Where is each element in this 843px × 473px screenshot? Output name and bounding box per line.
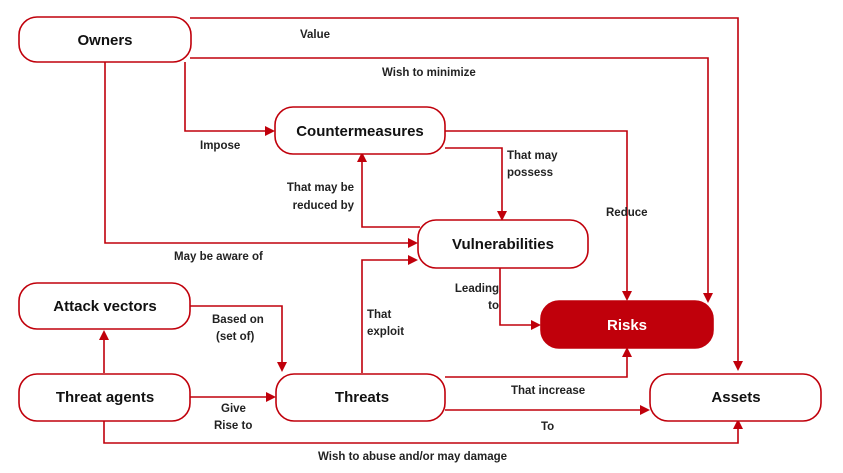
label-value: Value — [300, 29, 330, 41]
label-that-exploit-2: exploit — [367, 326, 404, 338]
node-owners-label: Owners — [77, 32, 132, 49]
edge-owners-minimize-risks — [190, 57, 713, 303]
label-wish-to-abuse: Wish to abuse and/or may damage — [318, 451, 507, 463]
node-assets: Assets — [649, 373, 822, 422]
edge-vulnerabilities-leading-risks — [499, 268, 541, 330]
edges — [99, 17, 743, 444]
label-wish-to-minimize: Wish to minimize — [382, 67, 476, 79]
label-that-exploit-1: That — [367, 309, 391, 321]
label-reduced-by-2: reduced by — [293, 200, 355, 212]
edge-owners-impose-countermeasures — [184, 62, 275, 136]
edge-countermeasures-possess-vulnerabilities — [445, 147, 507, 221]
label-reduce: Reduce — [606, 207, 648, 219]
label-give-rise-2: Rise to — [214, 420, 252, 432]
edge-threats-increase-risks — [445, 347, 632, 378]
label-that-may-possess-2: possess — [507, 167, 553, 179]
label-impose: Impose — [200, 140, 240, 152]
label-based-on-1: Based on — [212, 314, 264, 326]
label-based-on-2: (set of) — [216, 331, 255, 343]
edge-threatagents-abuse-assets — [103, 419, 743, 444]
edge-owners-value-assets — [190, 17, 743, 371]
node-assets-label: Assets — [711, 389, 760, 406]
label-leading-to-1: Leading — [455, 283, 499, 295]
node-threats: Threats — [275, 373, 446, 422]
node-countermeasures: Countermeasures — [274, 106, 446, 155]
label-give-rise-1: Give — [221, 403, 246, 415]
label-reduced-by-1: That may be — [287, 182, 354, 194]
node-risks: Risks — [540, 300, 714, 349]
node-attack-vectors-label: Attack vectors — [53, 298, 156, 315]
label-leading-to-2: to — [488, 300, 499, 312]
edge-labels: Value Wish to minimize Impose That may p… — [174, 29, 648, 463]
node-threats-label: Threats — [335, 389, 389, 406]
edge-vulnerabilities-reducedby-countermeasures — [357, 152, 420, 228]
label-may-be-aware-of: May be aware of — [174, 251, 263, 263]
label-that-increase: That increase — [511, 385, 585, 397]
node-threat-agents-label: Threat agents — [56, 389, 154, 406]
edge-threats-exploit-vulnerabilities — [361, 255, 418, 373]
label-to: To — [541, 421, 554, 433]
node-owners: Owners — [18, 16, 192, 63]
node-threat-agents: Threat agents — [18, 373, 191, 422]
edge-owners-aware-vulnerabilities — [104, 62, 418, 248]
label-that-may-possess-1: That may — [507, 150, 558, 162]
node-risks-label: Risks — [607, 317, 647, 334]
node-attack-vectors: Attack vectors — [18, 282, 191, 330]
edge-countermeasures-reduce-risks — [445, 130, 632, 301]
node-vulnerabilities-label: Vulnerabilities — [452, 236, 554, 253]
edge-attackvectors-basedon-threats — [190, 305, 287, 372]
node-countermeasures-label: Countermeasures — [296, 123, 424, 140]
node-vulnerabilities: Vulnerabilities — [417, 219, 589, 269]
